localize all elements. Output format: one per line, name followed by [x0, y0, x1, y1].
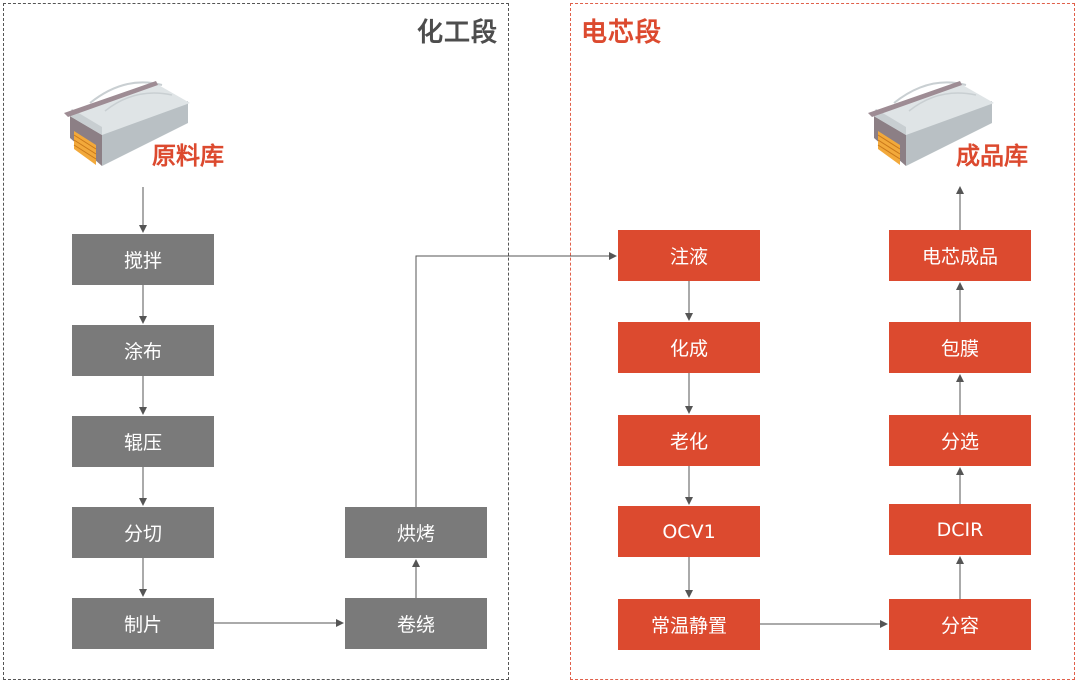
step-make: 制片	[72, 598, 214, 649]
warehouse-icon	[64, 81, 190, 166]
step-age: 老化	[618, 415, 760, 466]
raw-store-label: 原料库	[152, 142, 224, 170]
step-rest: 常温静置	[618, 599, 760, 650]
step-product: 电芯成品	[889, 230, 1031, 281]
step-wrap: 包膜	[889, 322, 1031, 373]
step-wind: 卷绕	[345, 598, 487, 649]
step-sort: 分选	[889, 415, 1031, 466]
step-slit: 分切	[72, 507, 214, 558]
warehouse-icon	[868, 81, 994, 166]
step-form: 化成	[618, 322, 760, 373]
step-mix: 搅拌	[72, 234, 214, 285]
chem-section-title: 化工段	[416, 18, 498, 48]
cell-section-title: 电芯段	[581, 18, 663, 48]
step-grade: 分容	[889, 599, 1031, 650]
step-roll: 辊压	[72, 416, 214, 467]
finished-store-label: 成品库	[956, 142, 1028, 170]
step-dcir: DCIR	[889, 504, 1031, 555]
step-inject: 注液	[618, 230, 760, 281]
step-bake: 烘烤	[345, 507, 487, 558]
step-coat: 涂布	[72, 325, 214, 376]
step-ocv: OCV1	[618, 506, 760, 557]
